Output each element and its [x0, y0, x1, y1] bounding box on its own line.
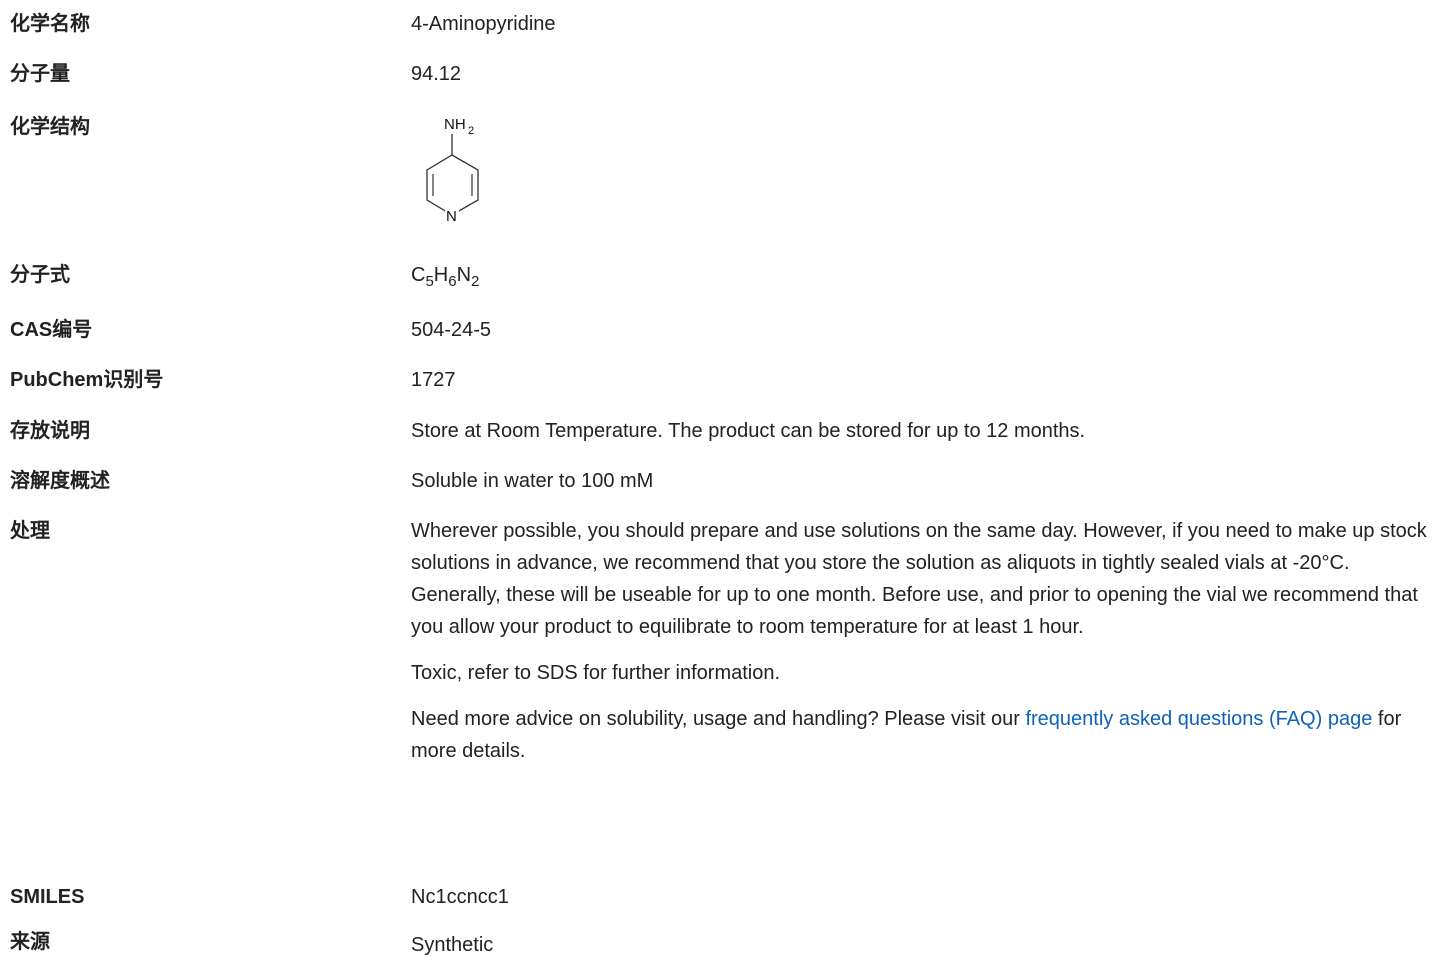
pubchem-id-value: 1727	[411, 369, 456, 391]
amine-subscript: 2	[468, 125, 474, 137]
solubility-value: Soluble in water to 100 mM	[411, 470, 654, 492]
smiles-value: Nc1ccncc1	[411, 886, 509, 908]
molecular-weight-label: 分子量	[10, 63, 70, 85]
cas-number-label: CAS编号	[10, 319, 93, 341]
source-value: Synthetic	[411, 934, 494, 956]
cas-number-value: 504-24-5	[411, 319, 492, 341]
molecular-weight-value: 94.12	[411, 63, 462, 85]
smiles-label: SMILES	[10, 886, 85, 908]
ring-nitrogen-label: N	[446, 208, 457, 224]
molecular-formula-value: C5H6N2	[411, 264, 480, 290]
faq-link[interactable]: frequently asked questions (FAQ) page	[1025, 708, 1373, 730]
storage-label: 存放说明	[10, 420, 90, 442]
toxicity-note: Toxic, refer to SDS for further informat…	[411, 662, 781, 684]
source-label: 来源	[10, 931, 50, 953]
amine-label: NH	[444, 116, 466, 133]
pubchem-id-label: PubChem识别号	[10, 369, 164, 391]
chemical-structure-label: 化学结构	[10, 116, 90, 138]
handling-value: Wherever possible, you should prepare an…	[411, 515, 1434, 767]
storage-value: Store at Room Temperature. The product c…	[411, 420, 1086, 442]
molecular-formula-label: 分子式	[10, 264, 70, 286]
chemical-structure-image: NH 2 N	[426, 116, 479, 224]
handling-label: 处理	[10, 520, 50, 542]
solubility-label: 溶解度概述	[10, 470, 110, 492]
handling-instructions: Wherever possible, you should prepare an…	[411, 520, 1427, 638]
faq-note: Need more advice on solubility, usage an…	[411, 708, 1402, 762]
chemical-name-value: 4-Aminopyridine	[411, 13, 556, 35]
chemical-name-label: 化学名称	[10, 13, 90, 35]
